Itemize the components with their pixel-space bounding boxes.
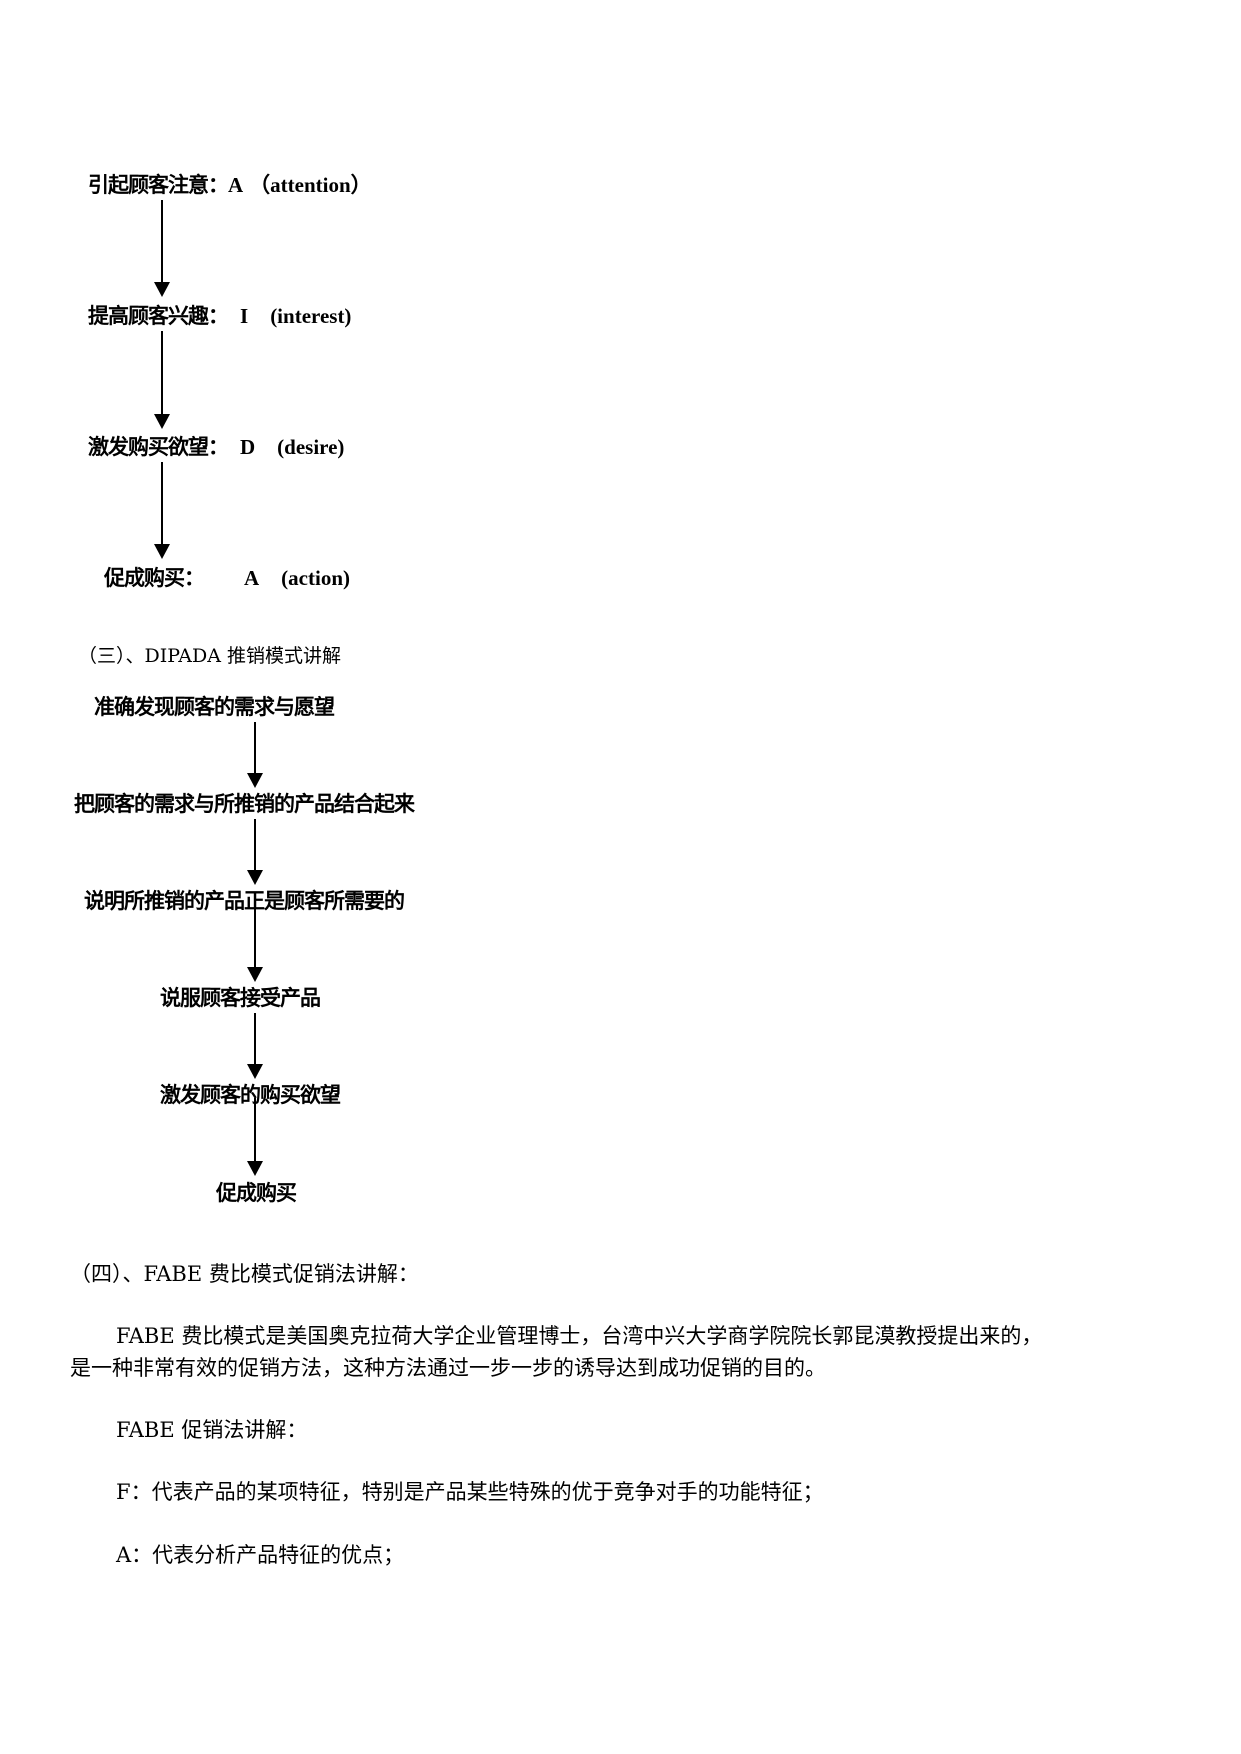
dipada-step-1: 准确发现顾客的需求与愿望	[94, 695, 335, 719]
fabe-a-definition: A：代表分析产品特征的优点；	[116, 1543, 405, 1567]
aida-step-interest: 提高顾客兴趣：I(interest)	[88, 304, 352, 328]
down-arrow-icon	[247, 904, 263, 982]
fabe-intro-line-1: FABE 费比模式是美国奥克拉荷大学企业管理博士，台湾中兴大学商学院院长郭昆漠教…	[116, 1324, 1043, 1348]
down-arrow-icon	[247, 819, 263, 885]
dipada-heading: （三）、DIPADA 推销模式讲解	[78, 645, 341, 667]
aida-step-desire: 激发购买欲望：D(desire)	[88, 435, 345, 459]
aida-step-action: 促成购买：A(action)	[104, 566, 350, 590]
fabe-intro-line-2: 是一种非常有效的促销方法，这种方法通过一步一步的诱导达到成功促销的目的。	[70, 1356, 826, 1380]
dipada-step-3: 说明所推销的产品正是顾客所需要的	[84, 889, 405, 913]
down-arrow-icon	[154, 462, 170, 559]
fabe-f-definition: F：代表产品的某项特征，特别是产品某些特殊的优于竞争对手的功能特征；	[116, 1480, 824, 1504]
dipada-step-6: 促成购买	[216, 1181, 297, 1205]
fabe-heading: （四）、FABE 费比模式促销法讲解：	[70, 1262, 419, 1286]
down-arrow-icon	[154, 200, 170, 297]
down-arrow-icon	[247, 1013, 263, 1079]
down-arrow-icon	[247, 722, 263, 788]
dipada-step-5: 激发顾客的购买欲望	[160, 1083, 341, 1107]
dipada-step-4: 说服顾客接受产品	[160, 986, 321, 1010]
dipada-step-2: 把顾客的需求与所推销的产品结合起来	[74, 792, 415, 816]
down-arrow-icon	[154, 331, 170, 429]
down-arrow-icon	[247, 1098, 263, 1176]
fabe-method-heading: FABE 促销法讲解：	[116, 1418, 308, 1442]
aida-step-attention: 引起顾客注意：A（attention）	[88, 173, 372, 197]
